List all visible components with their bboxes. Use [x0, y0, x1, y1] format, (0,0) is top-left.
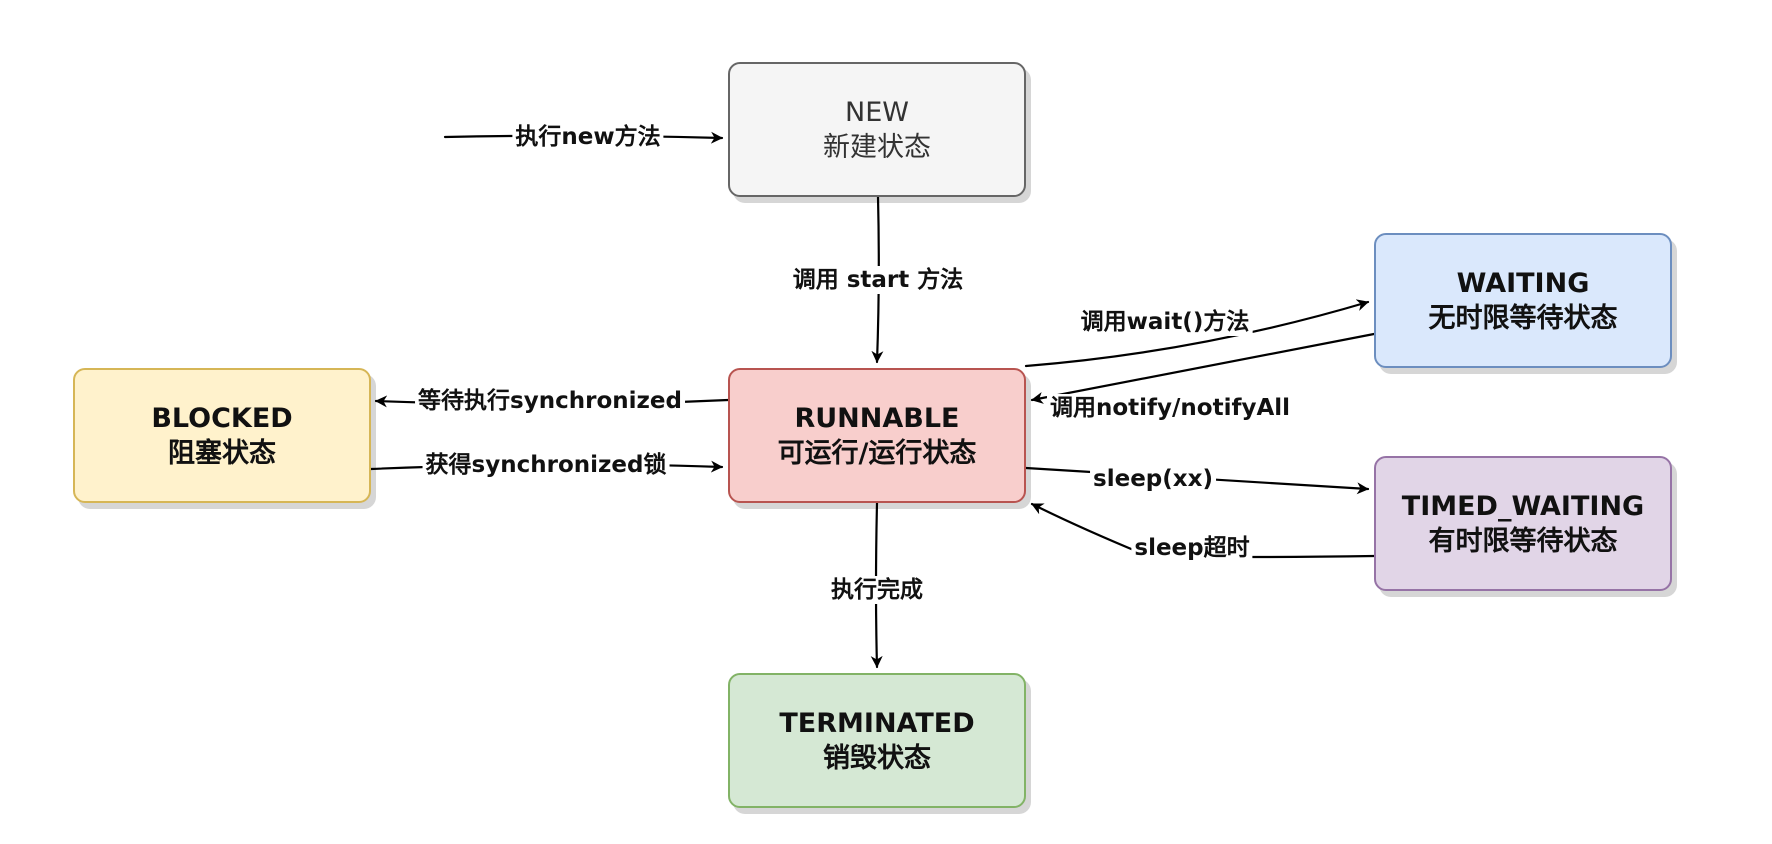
label-done: 执行完成	[828, 576, 926, 604]
state-runnable-name: RUNNABLE	[794, 402, 960, 434]
label-call-wait: 调用wait()方法	[1077, 308, 1253, 336]
state-new-name: NEW	[845, 96, 909, 128]
state-blocked-desc: 阻塞状态	[168, 437, 276, 469]
label-call-start: 调用 start 方法	[789, 266, 967, 294]
state-new-desc: 新建状态	[823, 131, 931, 163]
state-terminated-desc: 销毁状态	[823, 742, 931, 774]
state-timed-waiting-name: TIMED_WAITING	[1401, 490, 1645, 522]
label-exec-new: 执行new方法	[512, 123, 664, 151]
state-waiting-desc: 无时限等待状态	[1428, 302, 1618, 334]
state-new: NEW 新建状态	[728, 62, 1026, 197]
label-get-sync: 获得synchronized锁	[422, 451, 670, 479]
state-timed-waiting: TIMED_WAITING 有时限等待状态	[1374, 456, 1672, 591]
label-call-notify: 调用notify/notifyAll	[1046, 394, 1294, 422]
state-runnable-desc: 可运行/运行状态	[777, 437, 977, 469]
state-waiting: WAITING 无时限等待状态	[1374, 233, 1672, 368]
arrow-notify	[1030, 332, 1376, 404]
state-blocked: BLOCKED 阻塞状态	[73, 368, 371, 503]
state-waiting-name: WAITING	[1456, 267, 1590, 299]
state-blocked-name: BLOCKED	[151, 402, 293, 434]
label-sleep-timeout: sleep超时	[1131, 534, 1253, 562]
label-sleep: sleep(xx)	[1090, 465, 1216, 493]
state-timed-waiting-desc: 有时限等待状态	[1428, 525, 1618, 557]
label-wait-sync: 等待执行synchronized	[415, 387, 685, 415]
state-terminated: TERMINATED 销毁状态	[728, 673, 1026, 808]
state-terminated-name: TERMINATED	[779, 707, 975, 739]
arrow-call-wait	[1024, 299, 1370, 368]
state-runnable: RUNNABLE 可运行/运行状态	[728, 368, 1026, 503]
